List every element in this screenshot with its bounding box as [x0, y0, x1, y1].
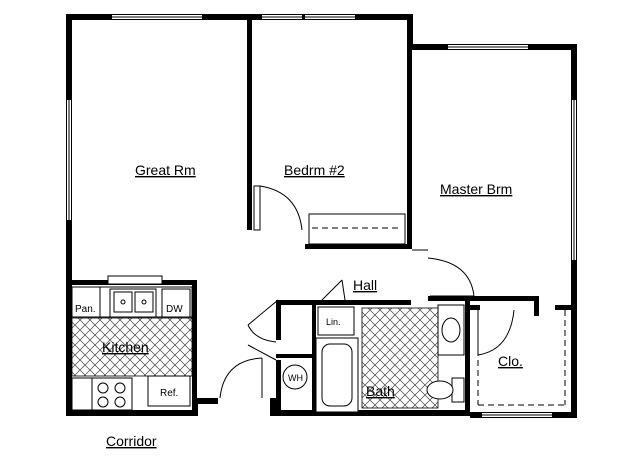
windows	[67, 15, 576, 417]
bedroom2-closet	[308, 213, 406, 245]
master-closet	[477, 310, 566, 406]
refrigerator-label: Ref.	[160, 388, 178, 399]
bath-label: Bath	[366, 383, 395, 399]
bath-fixtures	[315, 304, 465, 413]
bath-floor	[361, 307, 439, 409]
corridor-label: Corridor	[106, 433, 157, 449]
closet-label: Clo.	[498, 353, 523, 369]
kitchen-label: Kitchen	[102, 339, 149, 355]
master-bedroom-label: Master Brm	[440, 181, 512, 197]
doors	[219, 185, 515, 399]
kitchen-fixtures	[71, 275, 193, 411]
pantry-label: Pan.	[75, 304, 96, 315]
great-room-label: Great Rm	[135, 162, 196, 178]
dishwasher-label: DW	[166, 304, 183, 315]
linen-label: Lin.	[326, 317, 341, 327]
bedroom2-label: Bedrm #2	[284, 162, 345, 178]
hall-label: Hall	[353, 277, 377, 293]
kitchen-floor	[71, 317, 193, 377]
water-heater-label: WH	[288, 373, 303, 383]
utility-fixtures	[282, 306, 355, 390]
